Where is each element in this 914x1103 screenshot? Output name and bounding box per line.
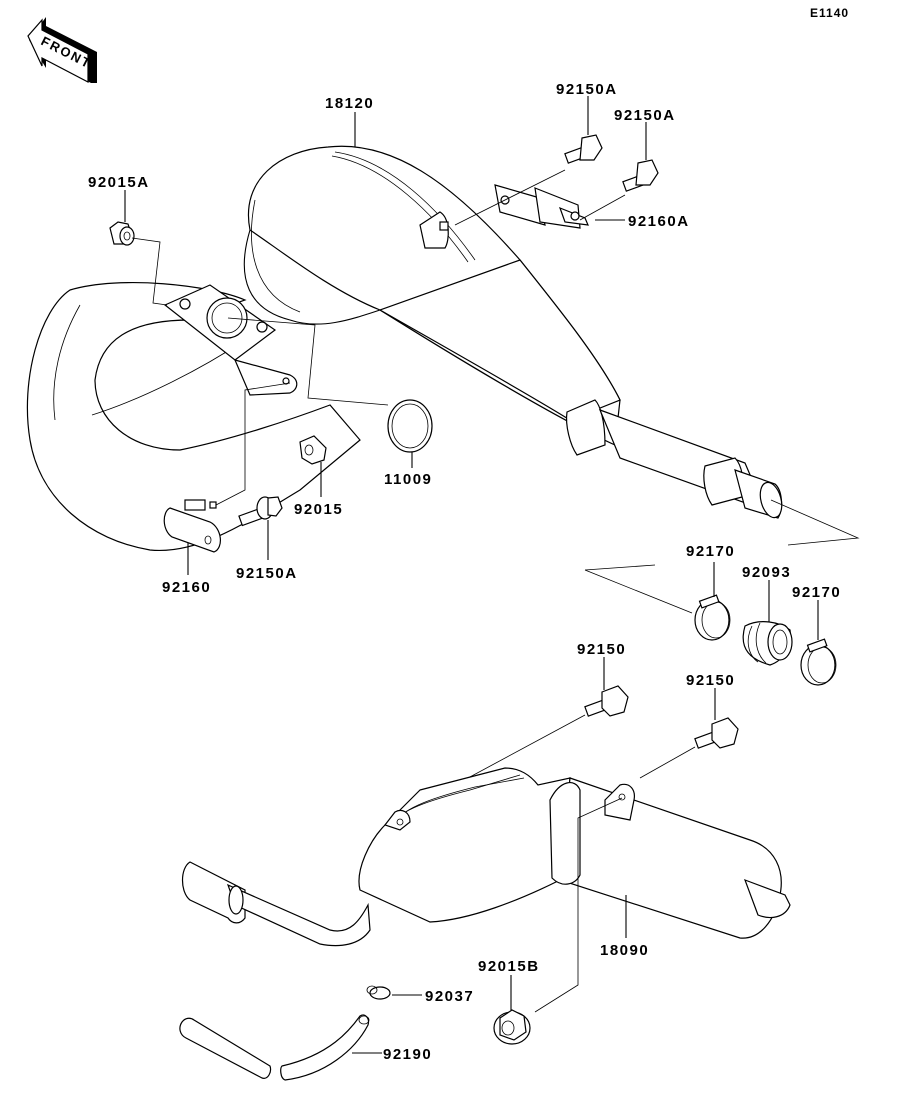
bracket-92160 (163, 499, 221, 553)
hose-92190 (179, 1014, 370, 1081)
front-arrow-icon: FRONT (27, 17, 97, 83)
nut-92015b (493, 1009, 531, 1045)
label-92160[interactable]: 92160 (162, 579, 211, 596)
clamp-92170-right (800, 638, 837, 686)
label-92150a-1[interactable]: 92150A (556, 81, 618, 98)
label-92160a[interactable]: 92160A (628, 213, 690, 230)
label-92015[interactable]: 92015 (294, 501, 343, 518)
gasket-11009 (387, 399, 433, 453)
label-92015a[interactable]: 92015A (88, 174, 150, 191)
label-92170-left[interactable]: 92170 (686, 543, 735, 560)
label-18090[interactable]: 18090 (600, 942, 649, 959)
bolt-92150-1 (584, 685, 629, 717)
clamp-92170-left (694, 594, 731, 641)
label-92015b[interactable]: 92015B (478, 958, 540, 975)
bolt-92150a-lower (238, 496, 283, 527)
silencer-18090 (181, 767, 791, 947)
assembly-line (584, 569, 693, 614)
nut-92015 (299, 435, 327, 465)
label-92190[interactable]: 92190 (383, 1046, 432, 1063)
assembly-line (584, 564, 656, 571)
label-92150a-lower[interactable]: 92150A (236, 565, 298, 582)
label-92150-1[interactable]: 92150 (577, 641, 626, 658)
label-92093[interactable]: 92093 (742, 564, 791, 581)
assembly-line (534, 797, 623, 1013)
label-92150a-2[interactable]: 92150A (614, 107, 676, 124)
assembly-line (215, 382, 291, 506)
diagram-code: E1140 (810, 6, 849, 20)
bolt-92150-2 (694, 717, 739, 749)
expansion-chamber (26, 145, 783, 552)
assembly-line (227, 317, 389, 406)
label-92170-right[interactable]: 92170 (792, 584, 841, 601)
bolt-92150a-top-1 (564, 134, 603, 164)
label-18120[interactable]: 18120 (325, 95, 374, 112)
label-92037[interactable]: 92037 (425, 988, 474, 1005)
bracket-92160a (494, 184, 589, 229)
assembly-line (131, 237, 168, 306)
label-92150-2[interactable]: 92150 (686, 672, 735, 689)
clip-92037 (366, 985, 391, 1000)
assembly-line (639, 746, 696, 779)
assembly-line (770, 499, 860, 546)
assembly-line (579, 194, 626, 221)
label-11009[interactable]: 11009 (384, 471, 432, 488)
bolt-92150a-top-2 (622, 159, 659, 192)
coupler-92093 (742, 621, 793, 666)
assembly-line (454, 169, 566, 226)
nut-92015a (109, 221, 135, 246)
